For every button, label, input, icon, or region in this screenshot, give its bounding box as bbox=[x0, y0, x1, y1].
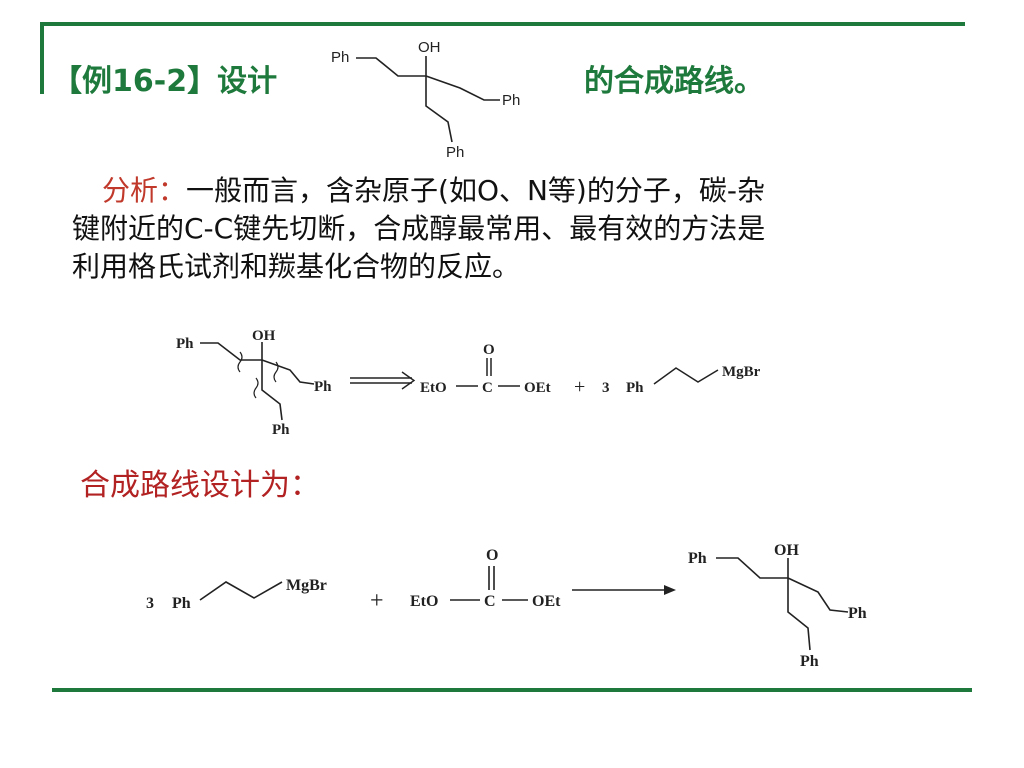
retro-disconnection-wave-3 bbox=[253, 377, 259, 399]
retro-right-chain bbox=[261, 359, 315, 385]
retro-target-structure bbox=[200, 342, 315, 421]
syn-oh: OH bbox=[774, 542, 799, 559]
analysis-text-1: 一般而言，含杂原子(如O、N等)的分子，碳-杂 bbox=[186, 174, 765, 207]
target-bottom-chain bbox=[425, 76, 453, 143]
target-ph-top: Ph bbox=[331, 49, 349, 66]
title-prefix: 【例16-2】设计 bbox=[52, 64, 278, 99]
syn-oet: OEt bbox=[532, 593, 561, 610]
retro-grignard-chain bbox=[653, 367, 719, 385]
retro-bottom-chain bbox=[261, 360, 283, 421]
syn-grignard-ph: Ph bbox=[172, 595, 191, 612]
syn-arrow bbox=[572, 585, 676, 595]
target-ph-right: Ph bbox=[502, 92, 520, 109]
syn-coefficient: 3 bbox=[146, 595, 154, 612]
target-structure bbox=[356, 56, 500, 143]
retro-carbon: C bbox=[482, 380, 493, 396]
retro-coefficient: 3 bbox=[602, 380, 610, 396]
syn-ph-right: Ph bbox=[848, 605, 867, 622]
retro-disconnection-wave-1 bbox=[237, 351, 243, 373]
retro-eto: EtO bbox=[420, 380, 447, 396]
target-right-chain bbox=[425, 75, 500, 101]
retro-ph-top: Ph bbox=[176, 336, 194, 352]
syn-top-chain bbox=[716, 557, 788, 579]
analysis-line-3: 利用格氏试剂和羰基化合物的反应。 bbox=[72, 250, 521, 283]
syn-plus: + bbox=[370, 588, 384, 614]
retro-disconnection-wave-2 bbox=[273, 361, 279, 383]
analysis-line-1: 分析：一般而言，含杂原子(如O、N等)的分子，碳-杂 bbox=[72, 172, 942, 210]
retro-ph-bottom: Ph bbox=[272, 422, 290, 438]
target-ph-bottom: Ph bbox=[446, 144, 464, 161]
retro-plus: + bbox=[574, 376, 585, 398]
retro-oh: OH bbox=[252, 328, 276, 344]
target-top-chain bbox=[356, 57, 426, 77]
syn-carbonyl-o: O bbox=[486, 547, 498, 564]
retro-top-chain bbox=[200, 342, 262, 361]
retro-arrow bbox=[350, 371, 416, 390]
syn-grignard-mgbr: MgBr bbox=[286, 577, 327, 594]
syn-bottom-chain bbox=[787, 578, 811, 651]
analysis-line-2: 键附近的C-C键先切断，合成醇最常用、最有效的方法是 bbox=[72, 212, 766, 245]
syn-grignard-chain bbox=[199, 581, 283, 601]
retro-carbonyl-o: O bbox=[483, 342, 495, 358]
syn-eto: EtO bbox=[410, 593, 438, 610]
frame-left-line bbox=[40, 22, 44, 94]
frame-top-line bbox=[40, 22, 965, 26]
route-heading: 合成路线设计为： bbox=[80, 468, 320, 503]
analysis-label: 分析： bbox=[102, 174, 187, 207]
syn-ph-top: Ph bbox=[688, 550, 707, 567]
retro-ph-right: Ph bbox=[314, 379, 332, 395]
syn-product-structure bbox=[716, 557, 849, 651]
syn-ph-bottom: Ph bbox=[800, 653, 819, 670]
analysis-paragraph: 分析：一般而言，含杂原子(如O、N等)的分子，碳-杂 键附近的C-C键先切断，合… bbox=[72, 172, 942, 286]
frame-bottom-line bbox=[52, 688, 972, 692]
retro-grignard-mgbr: MgBr bbox=[722, 364, 761, 380]
retro-oet: OEt bbox=[524, 380, 551, 396]
retro-grignard-ph: Ph bbox=[626, 380, 644, 396]
target-oh: OH bbox=[418, 39, 441, 56]
syn-carbon: C bbox=[484, 593, 496, 610]
syn-right-chain bbox=[787, 577, 849, 613]
title-suffix: 的合成路线。 bbox=[584, 64, 764, 99]
